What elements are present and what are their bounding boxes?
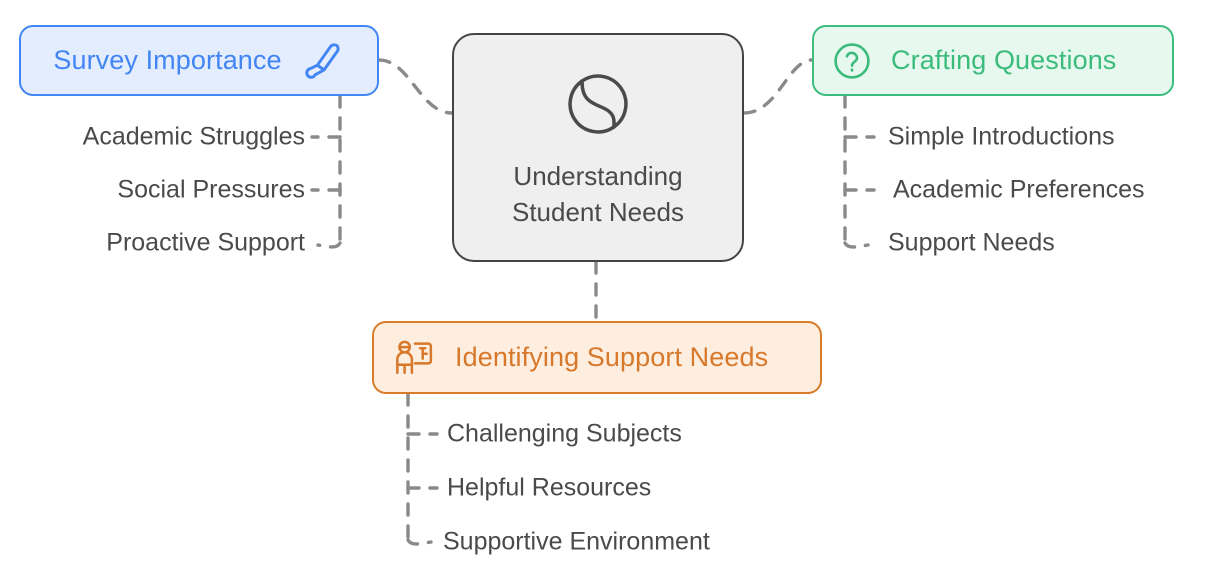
center-node[interactable]: Understanding Student Needs	[452, 33, 744, 262]
edge-crafting-child-3	[843, 241, 870, 249]
edge-center-to-survey	[377, 58, 454, 115]
branch-label-survey-importance: Survey Importance	[53, 45, 282, 75]
leaf-crafting-simple-introductions[interactable]: Simple Introductions	[888, 122, 1115, 151]
teacher-board-icon	[391, 335, 437, 381]
leaf-survey-proactive-support[interactable]: Proactive Support	[106, 228, 305, 257]
leaf-support-challenging-subjects[interactable]: Challenging Subjects	[447, 419, 682, 448]
leaf-survey-academic-struggles[interactable]: Academic Struggles	[82, 122, 305, 151]
edge-survey-child-3	[316, 241, 342, 249]
leaf-support-helpful-resources[interactable]: Helpful Resources	[447, 473, 652, 502]
branch-node-crafting-questions[interactable]: Crafting Questions	[812, 25, 1174, 96]
yin-yang-leaf-icon	[558, 64, 638, 149]
leaf-survey-social-pressures[interactable]: Social Pressures	[117, 175, 305, 204]
branch-node-identifying-support-needs[interactable]: Identifying Support Needs	[372, 321, 822, 394]
leaf-support-supportive-environment[interactable]: Supportive Environment	[443, 527, 710, 556]
branch-node-survey-importance[interactable]: Survey Importance	[19, 25, 379, 96]
branch-label-identifying-support-needs: Identifying Support Needs	[455, 342, 769, 372]
edge-support-child-3	[406, 538, 433, 546]
edge-center-to-crafting	[742, 58, 814, 115]
question-circle-icon	[830, 39, 874, 83]
leaf-crafting-support-needs[interactable]: Support Needs	[888, 228, 1055, 257]
branch-label-crafting-questions: Crafting Questions	[891, 45, 1117, 75]
center-node-title: Understanding Student Needs	[511, 161, 684, 227]
leaf-crafting-academic-preferences[interactable]: Academic Preferences	[893, 175, 1145, 204]
pen-icon	[299, 38, 345, 84]
